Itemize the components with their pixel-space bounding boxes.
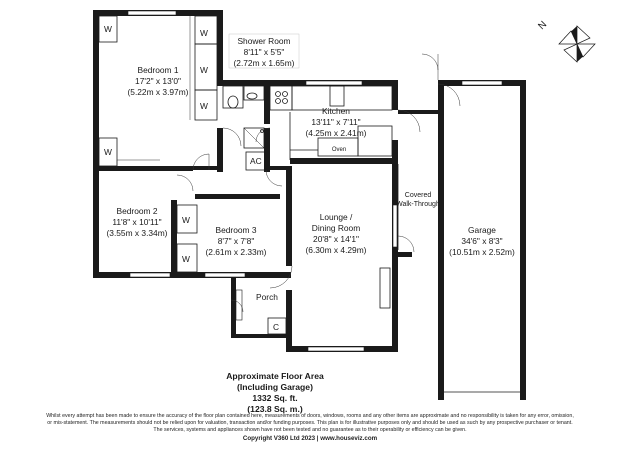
- label-bedroom-2: Bedroom 2 11'8" x 10'11" (3.55m x 3.34m): [107, 206, 168, 238]
- label-kitchen: Kitchen 13'11" x 7'11" (4.25m x 2.41m): [306, 106, 367, 138]
- wardrobe-label: W: [104, 24, 112, 34]
- lounge-dims-imperial: 20'8" x 14'1": [313, 234, 359, 244]
- lounge-walls: [286, 158, 398, 352]
- porch-name: Porch: [256, 292, 278, 302]
- kitchen-name: Kitchen: [322, 106, 350, 116]
- bedroom-1-name: Bedroom 1: [138, 65, 179, 75]
- porch-walls: [231, 278, 291, 338]
- garage-name: Garage: [468, 225, 496, 235]
- wardrobe-label: W: [200, 65, 208, 75]
- bedroom-2-name: Bedroom 2: [117, 206, 158, 216]
- door-swings: [176, 53, 461, 313]
- disclaimer-line-3: The services, systems and appliances sho…: [153, 427, 467, 434]
- label-bedroom-3: Bedroom 3 8'7" x 7'8" (2.61m x 2.33m): [206, 225, 267, 257]
- bedroom-1-dims-metric: (5.22m x 3.97m): [128, 87, 189, 97]
- lounge-dims-metric: (6.30m x 4.29m): [306, 245, 367, 255]
- shower-room-walls: [217, 80, 287, 172]
- copyright: Copyright V360 Ltd 2023 | www.houseviz.c…: [242, 434, 378, 442]
- lounge-name: Lounge /: [320, 212, 353, 222]
- walkthrough-line-1: Covered: [405, 192, 432, 199]
- ac-label: AC: [250, 156, 262, 166]
- garage-walls: [438, 80, 526, 400]
- bedroom-3-dims-imperial: 8'7" x 7'8": [218, 236, 255, 246]
- bedroom-1-dims-imperial: 17'2" x 13'0": [135, 76, 181, 86]
- bedroom-2-dims-imperial: 11'8" x 10'11": [112, 217, 161, 227]
- bedroom-2-walls: [93, 166, 177, 278]
- label-lounge: Lounge / Dining Room 20'8" x 14'1" (6.30…: [306, 212, 367, 255]
- label-garage: Garage 34'6" x 8'3" (10.51m x 2.52m): [449, 225, 515, 257]
- garage-dims-imperial: 34'6" x 8'3": [461, 236, 502, 246]
- floor-area-summary: Approximate Floor Area (Including Garage…: [185, 371, 365, 415]
- walkthrough-line-2: Walk-Through: [396, 201, 440, 208]
- wardrobe-label: W: [182, 254, 190, 264]
- lounge-name-2: Dining Room: [312, 223, 360, 233]
- floor-area-sqft: 1332 Sq. ft.: [252, 393, 298, 403]
- wardrobe-label: W: [200, 28, 208, 38]
- hall-walls: [193, 166, 292, 266]
- oven-label: Oven: [332, 147, 346, 153]
- wardrobe-label: W: [182, 215, 190, 225]
- floor-area-line-1: Approximate Floor Area: [226, 371, 324, 381]
- shower-room-dims-imperial: 8'11" x 5'5": [244, 47, 285, 57]
- floor-area-sqm: (123.8 Sq. m.): [247, 404, 303, 414]
- wardrobe-label: W: [104, 147, 112, 157]
- kitchen-dims-imperial: 13'11" x 7'11": [311, 117, 360, 127]
- walkthrough-walls: [397, 110, 438, 257]
- compass-icon: N: [536, 19, 596, 63]
- wardrobe-labels: W W W W W W W: [104, 24, 208, 264]
- disclaimer: Whilst every attempt has been made to en…: [6, 413, 614, 442]
- label-bedroom-1: Bedroom 1 17'2" x 13'0" (5.22m x 3.97m): [128, 65, 189, 97]
- shower-room-name: Shower Room: [237, 36, 290, 46]
- bedroom-3-walls: [171, 194, 291, 278]
- kitchen-walls: [269, 80, 398, 160]
- label-walkthrough: Covered Walk-Through: [396, 192, 440, 208]
- cupboard-label: C: [273, 322, 279, 332]
- bedroom-2-dims-metric: (3.55m x 3.34m): [107, 228, 168, 238]
- disclaimer-line-1: Whilst every attempt has been made to en…: [46, 413, 574, 419]
- bedroom-3-dims-metric: (2.61m x 2.33m): [206, 247, 267, 257]
- garage-dims-metric: (10.51m x 2.52m): [449, 247, 515, 257]
- wardrobe-label: W: [200, 101, 208, 111]
- floor-area-line-2: (Including Garage): [237, 382, 313, 392]
- compass-north-label: N: [536, 19, 549, 32]
- disclaimer-line-2: or mis-statement. The measurements shoul…: [47, 420, 573, 427]
- kitchen-dims-metric: (4.25m x 2.41m): [306, 128, 367, 138]
- bedroom-3-name: Bedroom 3: [216, 225, 257, 235]
- ac-cupboard: [245, 151, 267, 171]
- label-shower-room: Shower Room 8'11" x 5'5" (2.72m x 1.65m): [228, 33, 300, 69]
- shower-room-dims-metric: (2.72m x 1.65m): [234, 58, 295, 68]
